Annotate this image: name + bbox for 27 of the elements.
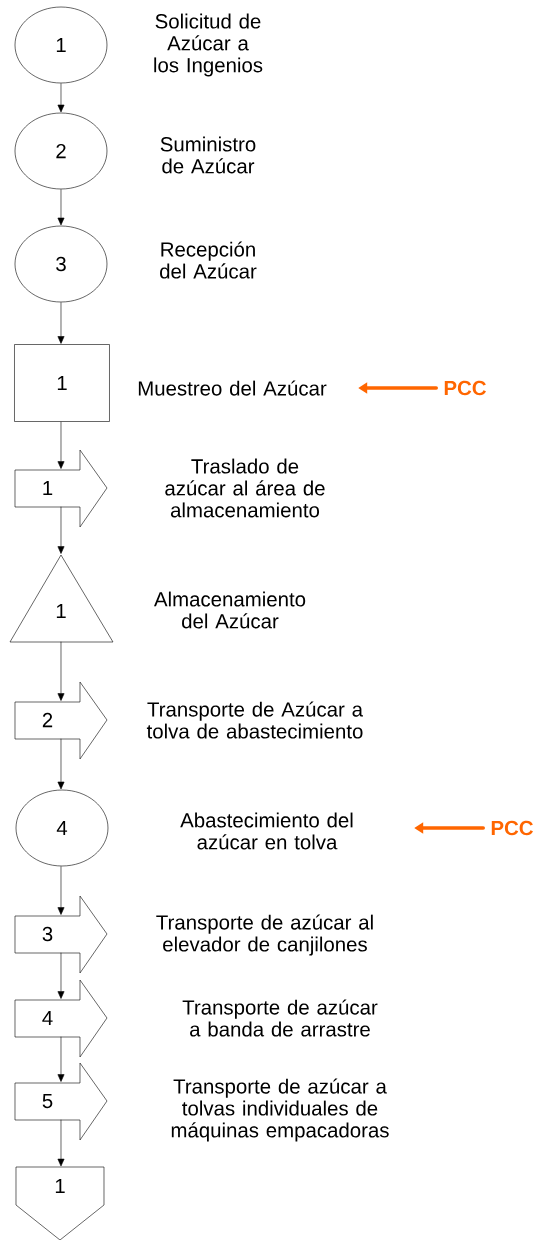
pcc-label: PCC bbox=[444, 380, 486, 396]
step-description: Almacenamiento del Azúcar bbox=[154, 591, 306, 629]
arrow bbox=[57, 952, 65, 999]
storage-triangle: 1 bbox=[9, 554, 114, 643]
arrow bbox=[57, 1119, 65, 1167]
step-description: Abastecimiento del azúcar en tolva bbox=[180, 812, 353, 850]
step-description: Traslado de azúcar al área de almacenamiento bbox=[165, 458, 325, 518]
step-description: Suministro de Azúcar bbox=[160, 136, 256, 174]
step-description: Muestreo del Azúcar bbox=[138, 380, 327, 396]
step-description: Transporte de azúcar a banda de arrastre bbox=[182, 999, 378, 1037]
arrow bbox=[57, 641, 65, 701]
arrow bbox=[57, 189, 65, 226]
step-description: Recepción del Azúcar bbox=[160, 241, 257, 279]
arrow bbox=[57, 302, 65, 344]
arrow bbox=[57, 506, 65, 554]
step-description: Transporte de Azúcar a tolva de abastecimiento bbox=[146, 701, 363, 739]
step-description: Solicitud de Azúcar a los Ingenios bbox=[154, 13, 263, 77]
inspection-box: 1 bbox=[14, 344, 110, 422]
arrow bbox=[57, 421, 65, 469]
arrow bbox=[57, 866, 65, 915]
step-description: Transporte de azúcar al elevador de canjilones bbox=[156, 914, 373, 956]
arrow bbox=[57, 738, 65, 790]
step-description: Transporte de azúcar a tolvas individuales de máquinas empacadoras bbox=[171, 1078, 389, 1142]
arrow bbox=[57, 1036, 65, 1082]
pcc-label: PCC bbox=[491, 820, 533, 836]
off-page-connector: 1 bbox=[15, 1166, 105, 1240]
arrow bbox=[57, 83, 65, 113]
